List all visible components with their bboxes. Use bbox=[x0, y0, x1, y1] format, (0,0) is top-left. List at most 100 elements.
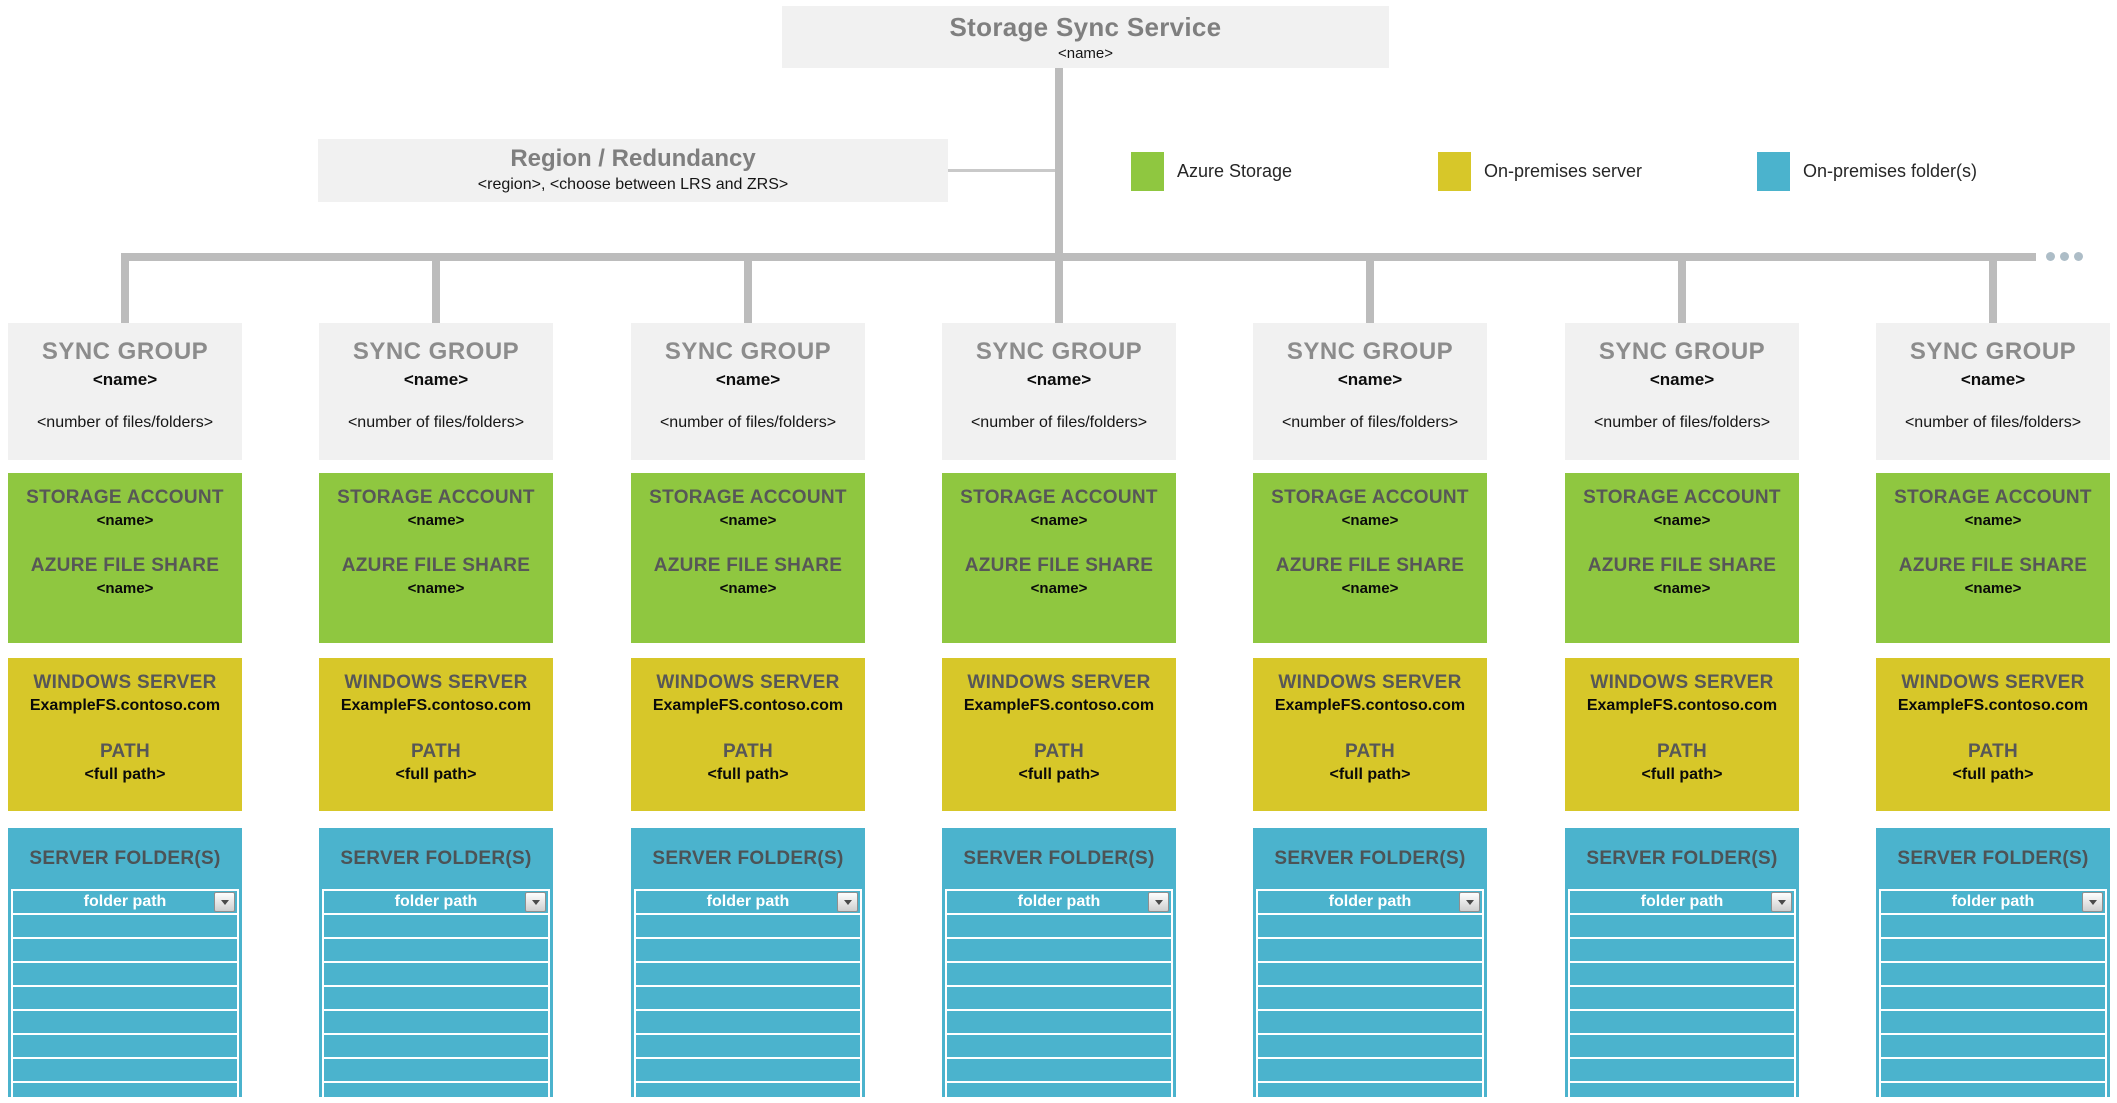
sync-group-column: SYNC GROUP <name> <number of files/folde… bbox=[1876, 323, 2110, 1097]
windows-server-hostname: ExampleFS.contoso.com bbox=[963, 697, 1155, 714]
server-folder-empty-row bbox=[1881, 1011, 2105, 1035]
folder-path-value: folder path bbox=[1328, 893, 1412, 910]
windows-server-hostname: ExampleFS.contoso.com bbox=[652, 697, 844, 714]
server-folder-empty-row bbox=[947, 1035, 1171, 1059]
server-folder-empty-row bbox=[1881, 1059, 2105, 1083]
path-label: PATH bbox=[722, 741, 774, 762]
server-folders-label: SERVER FOLDER(S) bbox=[1586, 847, 1778, 869]
server-folder-empty-row bbox=[13, 1035, 237, 1059]
server-folder-empty-row bbox=[1881, 1035, 2105, 1059]
folder-path-dropdown-button[interactable] bbox=[2082, 892, 2103, 912]
server-folder-empty-row bbox=[324, 1059, 548, 1083]
server-folders-label: SERVER FOLDER(S) bbox=[29, 847, 221, 869]
folder-path-dropdown-button[interactable] bbox=[214, 892, 235, 912]
server-folder-empty-row bbox=[13, 963, 237, 987]
storage-account-box: STORAGE ACCOUNT <name> AZURE FILE SHARE … bbox=[942, 473, 1176, 643]
files-folders-count: <number of files/folders> bbox=[36, 414, 214, 431]
folder-path-dropdown-button[interactable] bbox=[837, 892, 858, 912]
folder-path-dropdown-button[interactable] bbox=[1459, 892, 1480, 912]
server-folder-empty-row bbox=[1258, 963, 1482, 987]
server-folder-empty-row bbox=[636, 963, 860, 987]
legend-item-on-premises-folders: On-premises folder(s) bbox=[1757, 150, 1977, 192]
azure-file-share-label: AZURE FILE SHARE bbox=[964, 555, 1154, 576]
windows-server-box: WINDOWS SERVER ExampleFS.contoso.com PAT… bbox=[631, 658, 865, 811]
server-folder-empty-row bbox=[324, 987, 548, 1011]
server-folder-empty-row bbox=[636, 1011, 860, 1035]
folder-path-dropdown-button[interactable] bbox=[525, 892, 546, 912]
azure-file-share-name: <name> bbox=[1030, 580, 1088, 597]
sync-group-box: SYNC GROUP <name> <number of files/folde… bbox=[8, 323, 242, 460]
azure-file-share-label: AZURE FILE SHARE bbox=[1587, 555, 1777, 576]
server-folder-empty-row bbox=[1258, 1035, 1482, 1059]
windows-server-box: WINDOWS SERVER ExampleFS.contoso.com PAT… bbox=[942, 658, 1176, 811]
server-folder-empty-row bbox=[636, 915, 860, 939]
files-folders-count: <number of files/folders> bbox=[1593, 414, 1771, 431]
server-folder-empty-row bbox=[1881, 963, 2105, 987]
server-folder-empty-row bbox=[324, 915, 548, 939]
folder-path-row: folder path bbox=[636, 891, 860, 915]
server-folder-empty-row bbox=[1881, 915, 2105, 939]
server-folders-box: SERVER FOLDER(S) folder path bbox=[1565, 828, 1799, 1097]
ellipsis-dot bbox=[2046, 252, 2055, 261]
server-folder-empty-row bbox=[13, 1083, 237, 1097]
sync-group-column: SYNC GROUP <name> <number of files/folde… bbox=[1565, 323, 1799, 1097]
server-folders-label: SERVER FOLDER(S) bbox=[652, 847, 844, 869]
server-folder-list: folder path bbox=[1879, 889, 2107, 1097]
folder-path-dropdown-button[interactable] bbox=[1771, 892, 1792, 912]
sync-group-box: SYNC GROUP <name> <number of files/folde… bbox=[1876, 323, 2110, 460]
connector-horizontal-bar bbox=[121, 253, 2036, 261]
windows-server-label: WINDOWS SERVER bbox=[344, 672, 528, 693]
files-folders-count: <number of files/folders> bbox=[659, 414, 837, 431]
sync-group-box: SYNC GROUP <name> <number of files/folde… bbox=[319, 323, 553, 460]
server-folder-list: folder path bbox=[322, 889, 550, 1097]
server-folders-box: SERVER FOLDER(S) folder path bbox=[1253, 828, 1487, 1097]
server-folder-empty-row bbox=[324, 1035, 548, 1059]
server-folder-list: folder path bbox=[11, 889, 239, 1097]
server-folder-empty-row bbox=[1570, 987, 1794, 1011]
path-label: PATH bbox=[1656, 741, 1708, 762]
connector-drop-line bbox=[1366, 257, 1374, 323]
server-folders-box: SERVER FOLDER(S) folder path bbox=[942, 828, 1176, 1097]
sync-group-title: SYNC GROUP bbox=[1909, 338, 2077, 365]
server-folder-empty-row bbox=[636, 1059, 860, 1083]
connector-root-vertical-line bbox=[1055, 68, 1063, 323]
connector-drop-line bbox=[1055, 257, 1063, 323]
chevron-down-icon bbox=[220, 899, 229, 905]
sync-group-column: SYNC GROUP <name> <number of files/folde… bbox=[631, 323, 865, 1097]
server-folders-box: SERVER FOLDER(S) folder path bbox=[1876, 828, 2110, 1097]
path-value: <full path> bbox=[84, 766, 166, 783]
folder-path-value: folder path bbox=[83, 893, 167, 910]
storage-account-label: STORAGE ACCOUNT bbox=[960, 487, 1158, 508]
windows-server-box: WINDOWS SERVER ExampleFS.contoso.com PAT… bbox=[319, 658, 553, 811]
sync-group-box: SYNC GROUP <name> <number of files/folde… bbox=[942, 323, 1176, 460]
windows-server-label: WINDOWS SERVER bbox=[967, 672, 1151, 693]
storage-sync-service-name: <name> bbox=[1057, 45, 1114, 62]
sync-group-box: SYNC GROUP <name> <number of files/folde… bbox=[631, 323, 865, 460]
storage-account-label: STORAGE ACCOUNT bbox=[1894, 487, 2092, 508]
server-folder-empty-row bbox=[1570, 915, 1794, 939]
chevron-down-icon bbox=[1465, 899, 1474, 905]
azure-file-share-label: AZURE FILE SHARE bbox=[30, 555, 220, 576]
storage-account-name: <name> bbox=[1341, 512, 1399, 529]
sync-group-name: <name> bbox=[1026, 370, 1092, 389]
folder-path-row: folder path bbox=[947, 891, 1171, 915]
sync-group-column: SYNC GROUP <name> <number of files/folde… bbox=[942, 323, 1176, 1097]
connector-drop-line bbox=[744, 257, 752, 323]
more-sync-groups-ellipsis-icon bbox=[2046, 252, 2083, 261]
server-folder-list: folder path bbox=[1568, 889, 1796, 1097]
path-label: PATH bbox=[99, 741, 151, 762]
sync-group-column: SYNC GROUP <name> <number of files/folde… bbox=[319, 323, 553, 1097]
storage-account-label: STORAGE ACCOUNT bbox=[649, 487, 847, 508]
server-folder-empty-row bbox=[324, 1011, 548, 1035]
folder-path-value: folder path bbox=[1640, 893, 1724, 910]
storage-account-name: <name> bbox=[1964, 512, 2022, 529]
azure-file-share-label: AZURE FILE SHARE bbox=[653, 555, 843, 576]
windows-server-label: WINDOWS SERVER bbox=[1590, 672, 1774, 693]
server-folder-empty-row bbox=[1881, 1083, 2105, 1097]
windows-server-label: WINDOWS SERVER bbox=[1901, 672, 2085, 693]
folder-path-dropdown-button[interactable] bbox=[1148, 892, 1169, 912]
path-label: PATH bbox=[1344, 741, 1396, 762]
path-label: PATH bbox=[1033, 741, 1085, 762]
storage-account-name: <name> bbox=[407, 512, 465, 529]
server-folder-empty-row bbox=[1258, 1011, 1482, 1035]
